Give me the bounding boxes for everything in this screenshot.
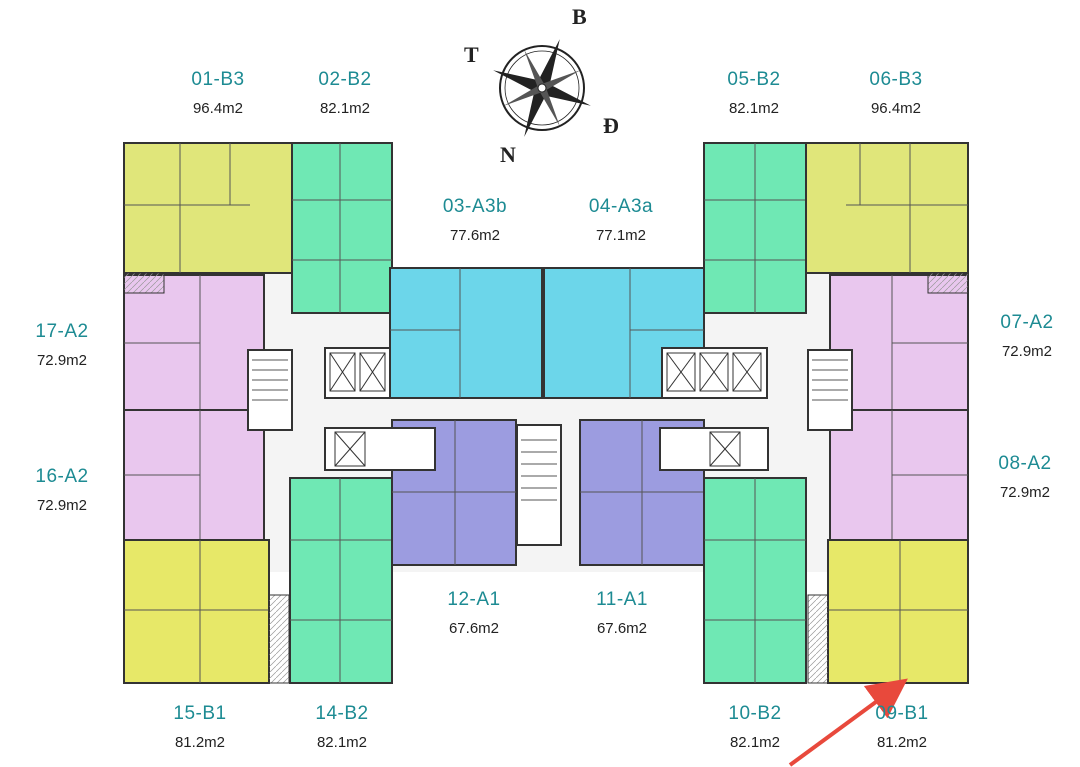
unit-area: 96.4m2 xyxy=(870,100,922,117)
pointer-arrow xyxy=(788,678,908,767)
unit-code: 02-B2 xyxy=(318,69,372,90)
balcony-hatch xyxy=(807,594,829,684)
elevator-core-west xyxy=(324,347,391,399)
unit-label-07-A2: 07-A2 72.9m2 xyxy=(957,311,1080,363)
elevator-core-east xyxy=(661,347,768,399)
unit-label-15-B1: 15-B1 81.2m2 xyxy=(130,702,270,754)
stairwell-west xyxy=(247,349,293,431)
unit-label-14-B2: 14-B2 82.1m2 xyxy=(272,702,412,754)
unit-label-08-A2: 08-A2 72.9m2 xyxy=(955,452,1080,504)
unit-code: 08-A2 xyxy=(998,453,1052,474)
unit-area: 67.6m2 xyxy=(448,620,500,637)
unit-code: 16-A2 xyxy=(35,466,89,487)
unit-label-16-A2: 16-A2 72.9m2 xyxy=(0,465,132,517)
unit-code: 14-B2 xyxy=(315,703,369,724)
unit-label-04-A3a: 04-A3a 77.1m2 xyxy=(551,195,691,247)
unit-area: 81.2m2 xyxy=(174,734,226,751)
unit-label-09-B1: 09-B1 81.2m2 xyxy=(832,702,972,754)
unit-code: 03-A3b xyxy=(442,196,508,217)
balcony-hatch xyxy=(268,594,290,684)
unit-17-A2[interactable] xyxy=(123,274,265,411)
unit-14-B2[interactable] xyxy=(289,477,393,684)
elevator-core-south-east xyxy=(659,427,769,471)
unit-05-B2[interactable] xyxy=(703,142,807,314)
unit-area: 77.6m2 xyxy=(449,227,501,244)
unit-03-A3b[interactable] xyxy=(389,267,543,399)
unit-area: 72.9m2 xyxy=(36,352,88,369)
unit-code: 11-A1 xyxy=(596,589,648,610)
unit-code: 10-B2 xyxy=(728,703,782,724)
unit-area: 77.1m2 xyxy=(595,227,647,244)
unit-label-02-B2: 02-B2 82.1m2 xyxy=(275,68,415,120)
unit-code: 07-A2 xyxy=(1000,312,1054,333)
elevator-core-south-west xyxy=(324,427,436,471)
unit-code: 05-B2 xyxy=(727,69,781,90)
unit-10-B2[interactable] xyxy=(703,477,807,684)
unit-code: 17-A2 xyxy=(35,321,89,342)
unit-label-12-A1: 12-A1 67.6m2 xyxy=(404,588,544,640)
balcony-hatch xyxy=(123,272,165,294)
unit-area: 82.1m2 xyxy=(316,734,368,751)
unit-area: 72.9m2 xyxy=(999,484,1051,501)
unit-area: 81.2m2 xyxy=(876,734,928,751)
unit-code: 01-B3 xyxy=(191,69,245,90)
unit-code: 06-B3 xyxy=(869,69,923,90)
unit-label-03-A3b: 03-A3b 77.6m2 xyxy=(405,195,545,247)
balcony-hatch xyxy=(927,272,969,294)
unit-label-01-B3: 01-B3 96.4m2 xyxy=(148,68,288,120)
unit-area: 82.1m2 xyxy=(319,100,371,117)
unit-area: 82.1m2 xyxy=(729,734,781,751)
unit-09-B1[interactable] xyxy=(827,539,969,684)
compass-east-label: Đ xyxy=(603,113,619,138)
unit-label-05-B2: 05-B2 82.1m2 xyxy=(684,68,824,120)
unit-area: 96.4m2 xyxy=(192,100,244,117)
unit-label-10-B2: 10-B2 82.1m2 xyxy=(685,702,825,754)
unit-15-B1[interactable] xyxy=(123,539,270,684)
unit-code: 04-A3a xyxy=(588,196,654,217)
unit-08-A2[interactable] xyxy=(829,409,969,541)
unit-06-B3[interactable] xyxy=(805,142,969,274)
unit-area: 72.9m2 xyxy=(1001,343,1053,360)
stairwell-east xyxy=(807,349,853,431)
unit-label-11-A1: 11-A1 67.6m2 xyxy=(552,588,692,640)
unit-16-A2[interactable] xyxy=(123,409,265,541)
unit-area: 67.6m2 xyxy=(596,620,648,637)
compass-west-label: T xyxy=(464,42,479,67)
unit-code: 15-B1 xyxy=(173,703,227,724)
compass-rose xyxy=(493,39,591,137)
compass-north-label: B xyxy=(572,4,587,29)
stairwell-center xyxy=(516,424,562,546)
unit-label-06-B3: 06-B3 96.4m2 xyxy=(826,68,966,120)
unit-01-B3[interactable] xyxy=(123,142,295,274)
unit-02-B2[interactable] xyxy=(291,142,393,314)
unit-area: 82.1m2 xyxy=(728,100,780,117)
compass-south-label: N xyxy=(500,142,516,167)
unit-label-17-A2: 17-A2 72.9m2 xyxy=(0,320,132,372)
unit-code: 12-A1 xyxy=(447,589,501,610)
unit-code: 09-B1 xyxy=(875,703,929,724)
unit-area: 72.9m2 xyxy=(36,497,88,514)
